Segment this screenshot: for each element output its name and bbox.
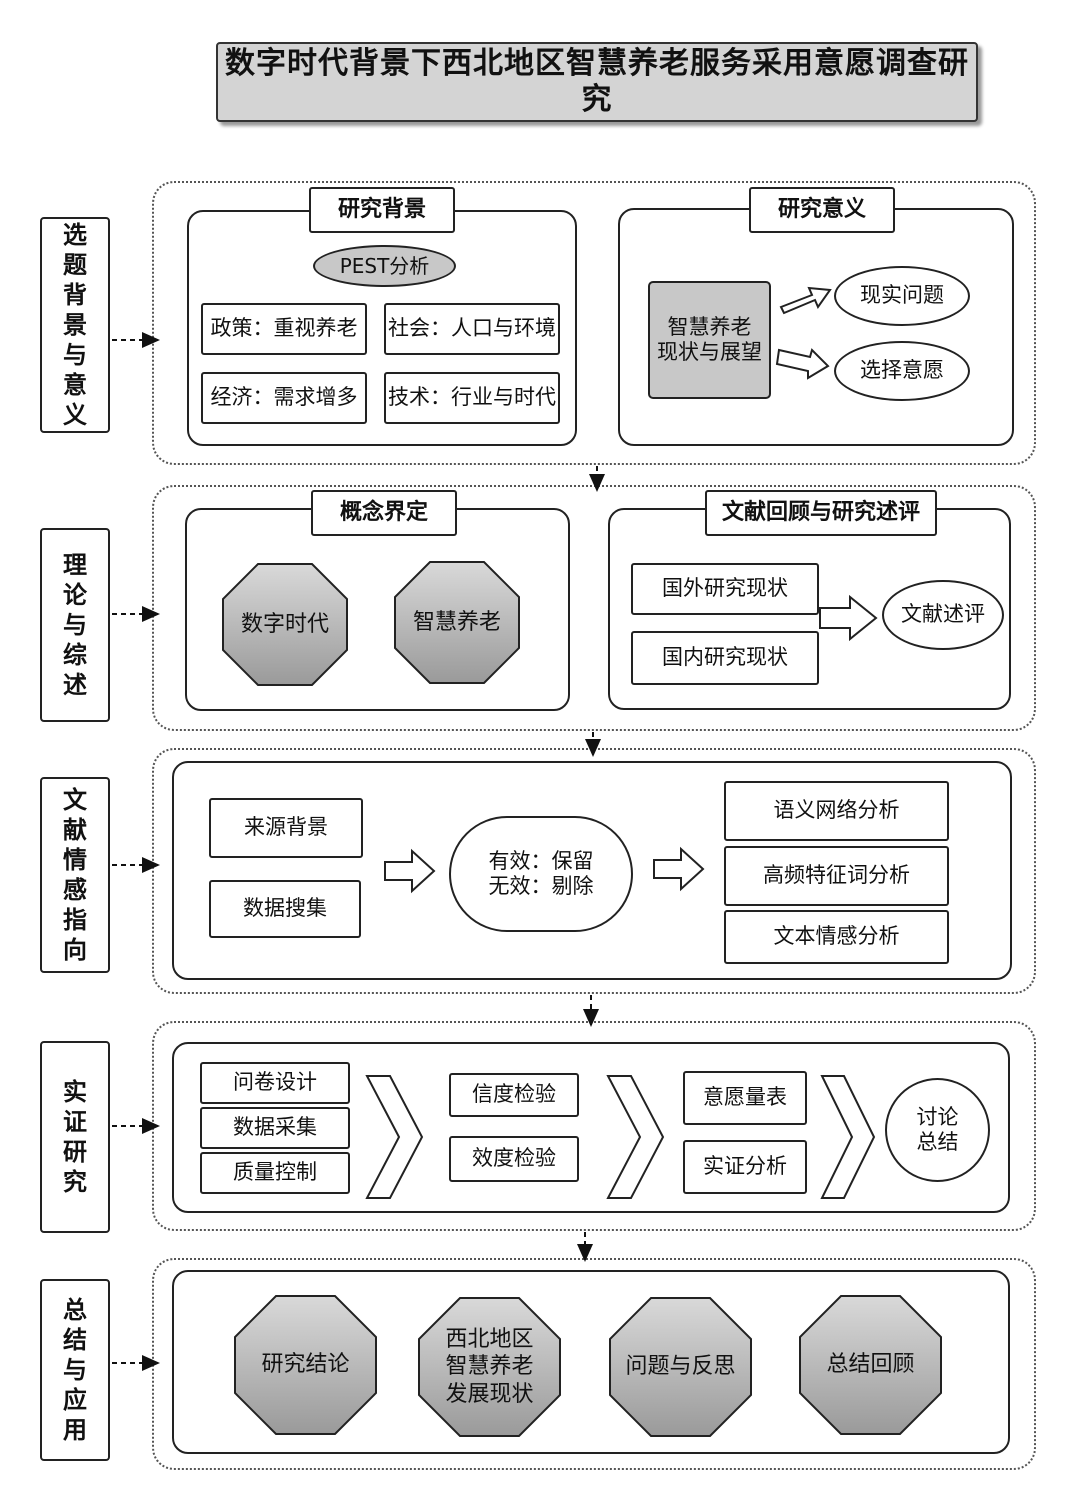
data-collection-box: 数据搜集 bbox=[209, 880, 361, 938]
technology-box: 技术：行业与时代 bbox=[384, 372, 560, 424]
semantic-network-box: 语义网络分析 bbox=[724, 781, 949, 841]
smart-elderly-status-box: 智慧养老 现状与展望 bbox=[648, 281, 771, 399]
foreign-research-box: 国外研究现状 bbox=[631, 563, 819, 615]
validity-filter-ellipse: 有效：保留 无效：剔除 bbox=[449, 816, 633, 932]
row-label-empirical: 实证研究 bbox=[40, 1041, 110, 1233]
research-significance-title: 研究意义 bbox=[749, 187, 895, 233]
domestic-research-box: 国内研究现状 bbox=[631, 631, 819, 685]
discussion-summary-circle: 讨论 总结 bbox=[885, 1078, 990, 1182]
questionnaire-design-box: 问卷设计 bbox=[200, 1062, 350, 1104]
row-label-sentiment: 文献情感指向 bbox=[40, 777, 110, 973]
concept-definition-title: 概念界定 bbox=[311, 490, 457, 536]
northwest-status-octagon: 西北地区 智慧养老 发展现状 bbox=[417, 1296, 562, 1438]
society-box: 社会：人口与环境 bbox=[384, 303, 560, 355]
economy-box: 经济：需求增多 bbox=[201, 372, 367, 424]
high-frequency-words-box: 高频特征词分析 bbox=[724, 846, 949, 906]
quality-control-box: 质量控制 bbox=[200, 1152, 350, 1194]
digital-era-octagon: 数字时代 bbox=[221, 562, 349, 687]
research-conclusion-octagon: 研究结论 bbox=[233, 1294, 378, 1436]
pest-analysis-ellipse: PEST分析 bbox=[313, 245, 456, 287]
research-background-title: 研究背景 bbox=[309, 187, 455, 233]
literature-review-title: 文献回顾与研究述评 bbox=[705, 490, 937, 536]
summary-review-octagon: 总结回顾 bbox=[798, 1294, 943, 1436]
willingness-scale-box: 意愿量表 bbox=[683, 1071, 807, 1125]
row-label-conclusion: 总结与应用 bbox=[40, 1279, 110, 1461]
practical-issues-ellipse: 现实问题 bbox=[834, 266, 970, 326]
policy-box: 政策：重视养老 bbox=[201, 303, 367, 355]
row-label-background: 选题背景与意义 bbox=[40, 217, 110, 433]
diagram-title: 数字时代背景下西北地区智慧养老服务采用意愿调查研究 bbox=[216, 42, 978, 122]
problems-reflection-octagon: 问题与反思 bbox=[608, 1296, 753, 1438]
data-gathering-box: 数据采集 bbox=[200, 1107, 350, 1149]
source-background-box: 来源背景 bbox=[209, 798, 363, 858]
row-label-theory: 理论与综述 bbox=[40, 528, 110, 722]
smart-elderly-care-octagon: 智慧养老 bbox=[393, 560, 521, 685]
text-sentiment-box: 文本情感分析 bbox=[724, 910, 949, 964]
empirical-analysis-box: 实证分析 bbox=[683, 1140, 807, 1194]
validity-test-box: 效度检验 bbox=[449, 1136, 579, 1182]
reliability-test-box: 信度检验 bbox=[449, 1073, 579, 1117]
literature-review-ellipse: 文献述评 bbox=[882, 580, 1004, 650]
choice-willingness-ellipse: 选择意愿 bbox=[834, 341, 970, 401]
section-frame-background bbox=[152, 181, 1036, 465]
